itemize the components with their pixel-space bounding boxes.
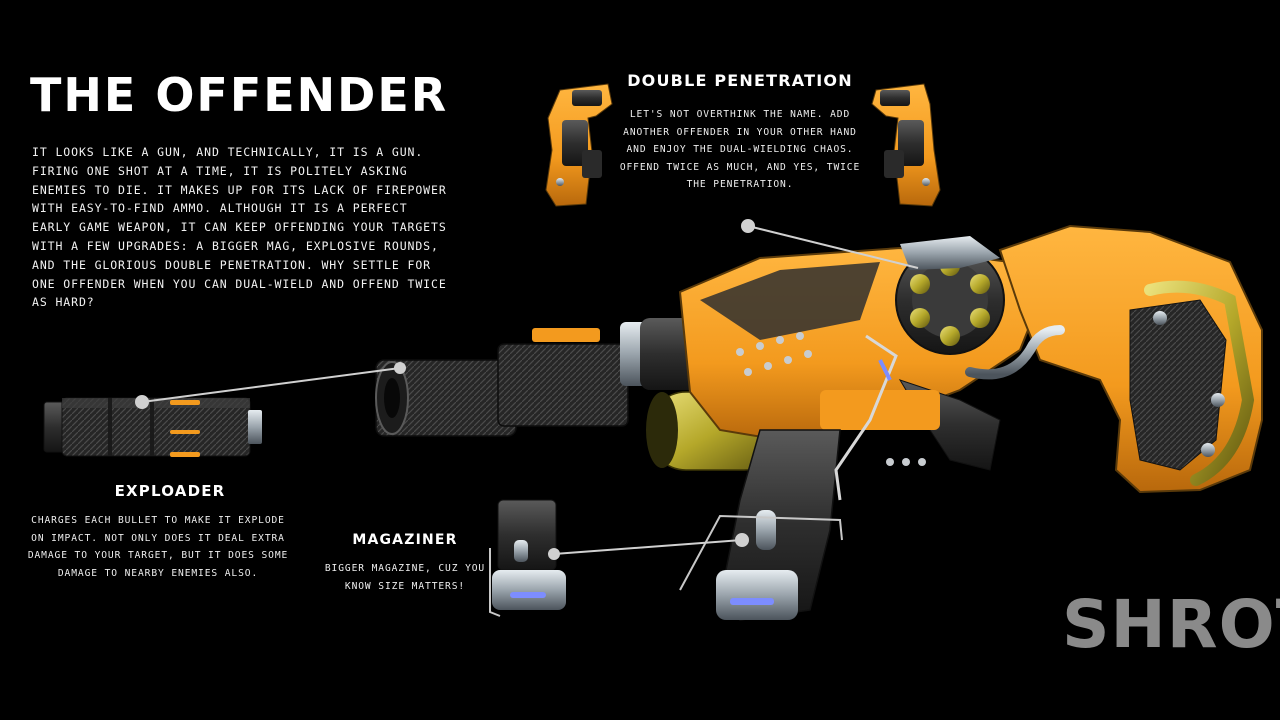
callout-dot-double-penetration [741,219,755,233]
dual-pistol-icon-right [871,83,941,207]
callout-dot-exploader [135,395,149,409]
callout-dot-mag-well [735,533,749,547]
callout-line-magaziner [553,539,743,555]
callout-lines [135,219,919,560]
exploader-silencer [43,397,262,457]
callout-line-exploader [141,367,401,403]
offender-pistol [375,224,1263,621]
callout-line-double-penetration [747,225,919,269]
double-penetration-title: DOUBLE PENETRATION [627,71,853,90]
exploader-title: EXPLOADER [114,482,226,500]
weapon-description: IT LOOKS LIKE A GUN, AND TECHNICALLY, IT… [32,145,447,310]
callout-dot-magaziner [548,548,560,560]
exploader-description: CHARGES EACH BULLET TO MAKE IT EXPLODE O… [27,515,289,579]
magaziner-description: BIGGER MAGAZINE, CUZ YOU KNOW SIZE MATTE… [324,563,486,592]
body-rivets [736,332,812,376]
double-penetration-description: LET'S NOT OVERTHINK THE NAME. ADD ANOTHE… [619,109,861,191]
magaziner-title: MAGAZINER [352,532,458,548]
page-title: THE OFFENDER [30,68,449,122]
dual-pistol-icon-left [545,83,613,207]
magaziner-magazine [489,499,566,617]
shrot-logo: SHROT [1062,586,1280,663]
callout-dot-barrel [394,362,406,374]
